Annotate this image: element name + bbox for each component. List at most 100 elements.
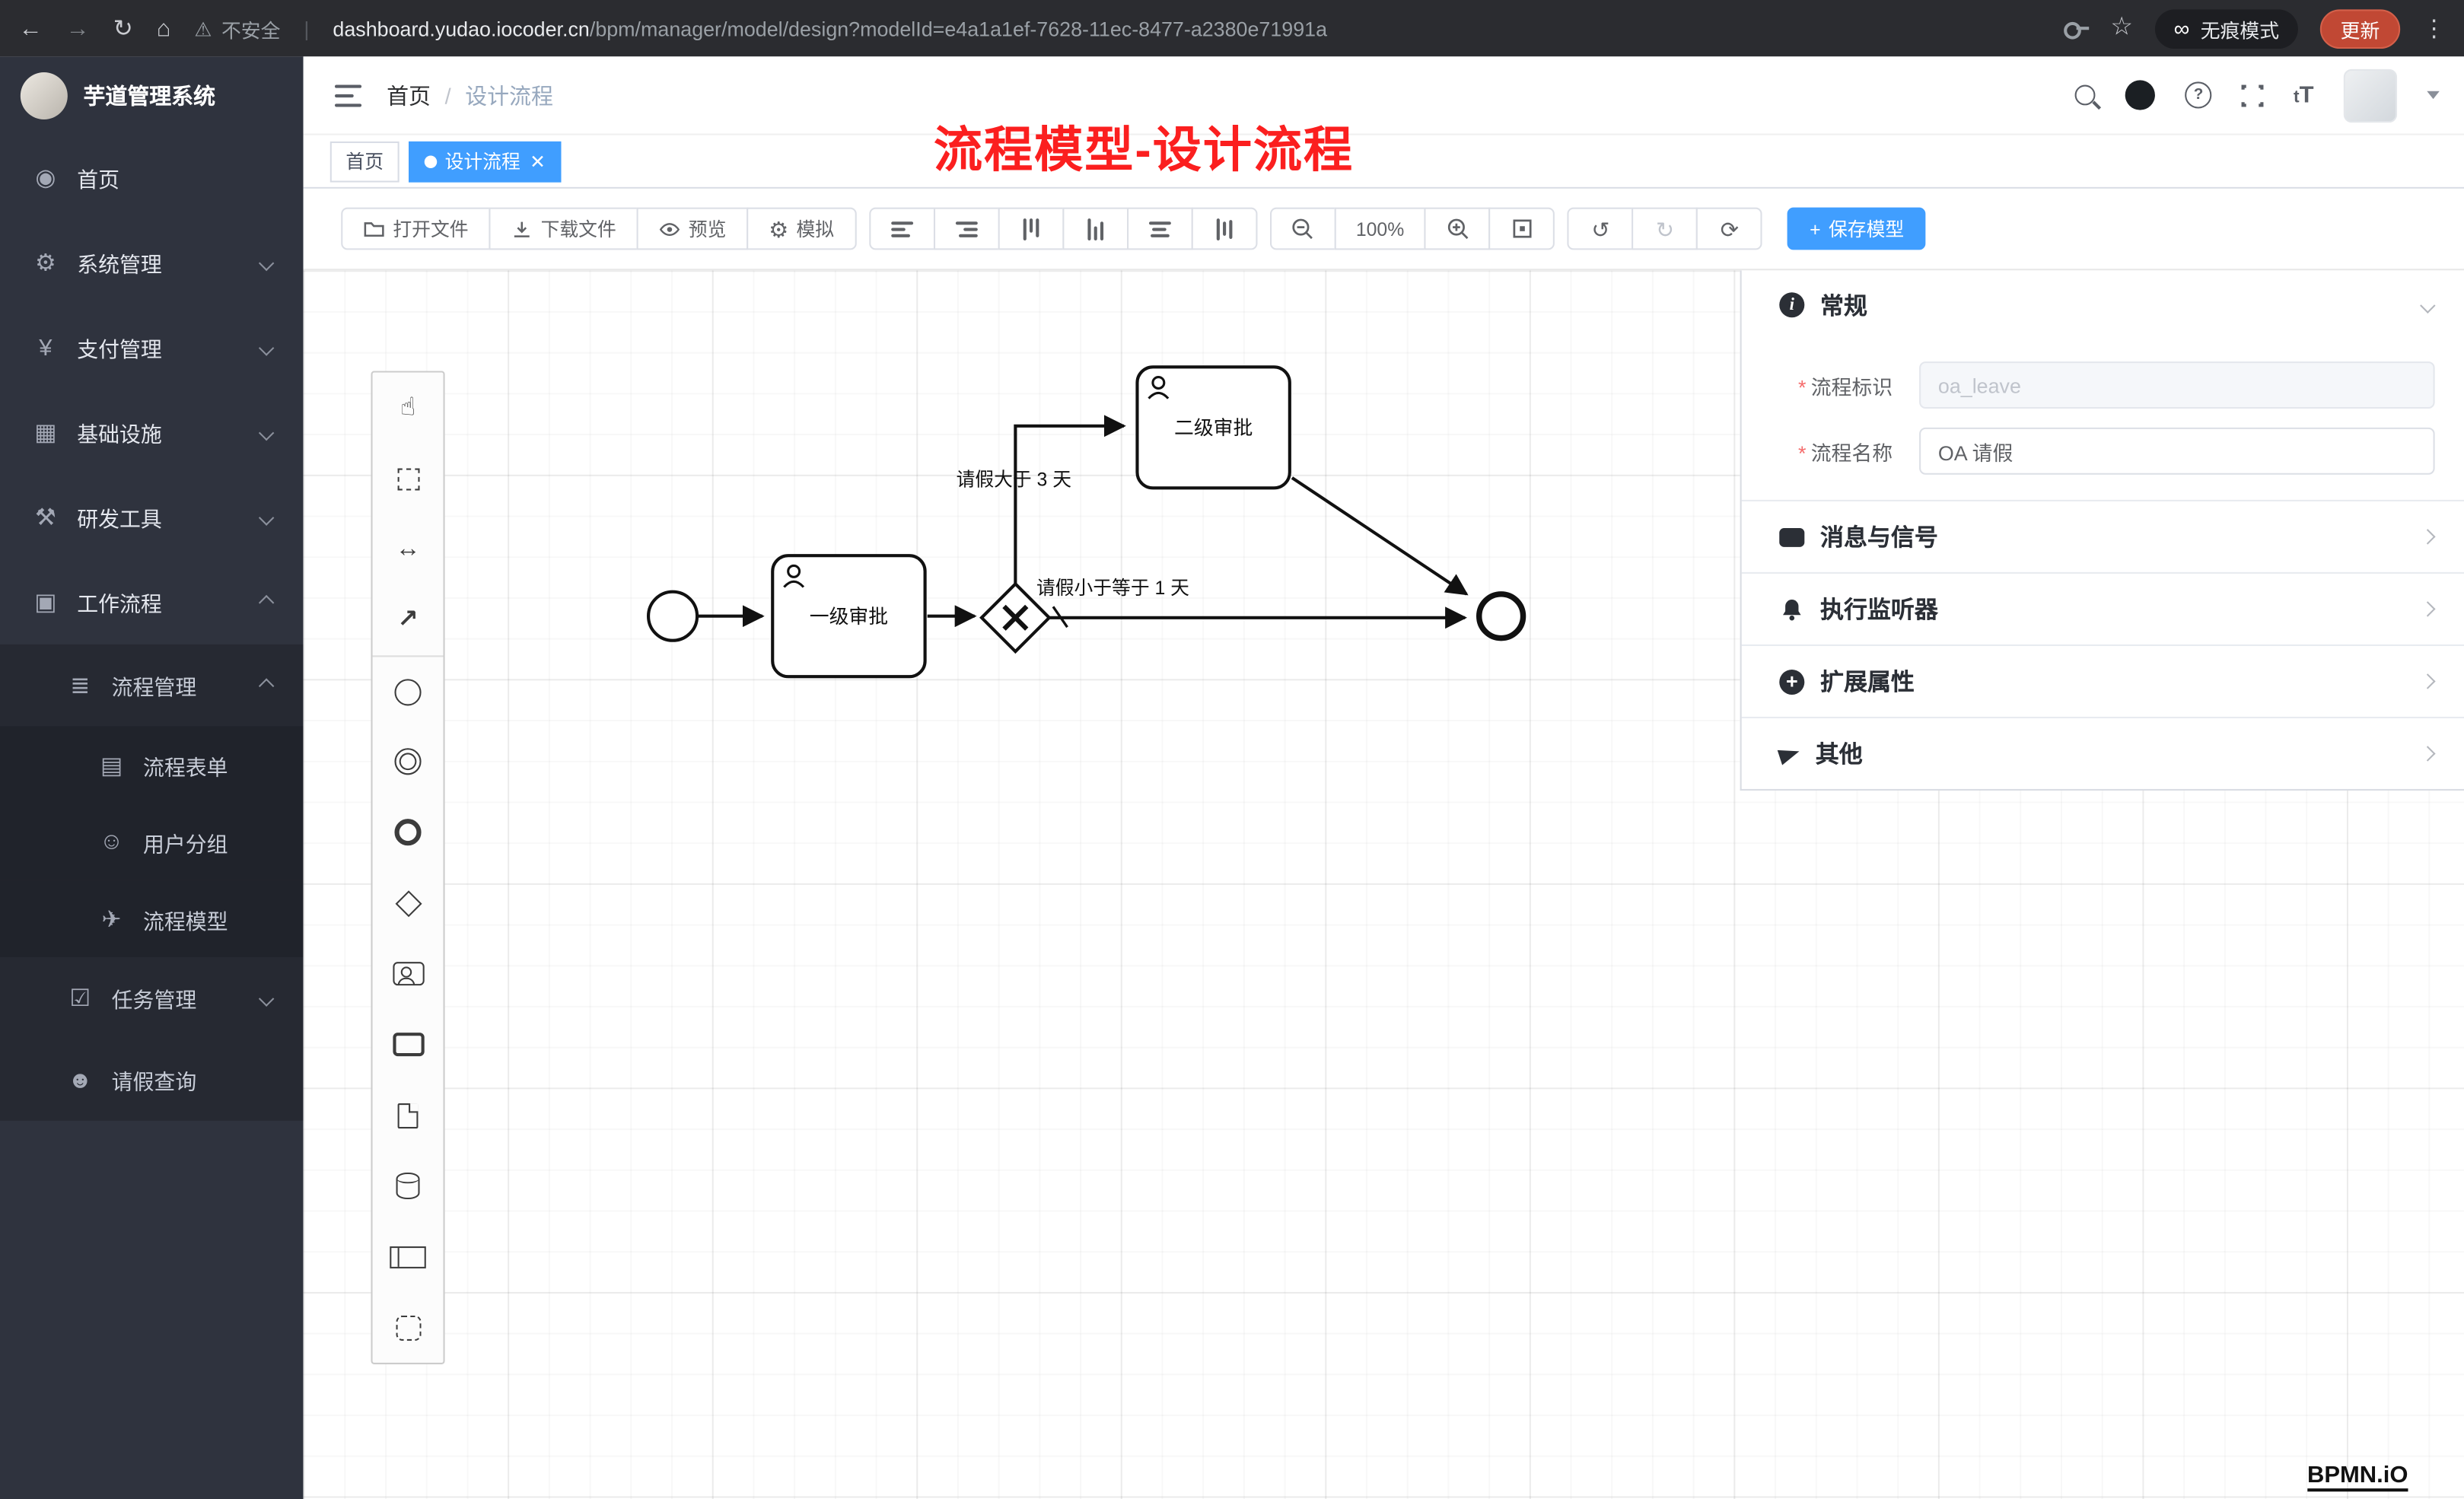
palette-hand-tool[interactable]: ☝ — [373, 373, 444, 444]
browser-chrome: ← → ↻ ⌂ ⚠ 不安全 | dashboard.yudao.iocoder.… — [0, 0, 2464, 57]
section-extended-attributes[interactable]: + 扩展属性 — [1741, 644, 2464, 717]
address-separator: | — [304, 16, 310, 40]
palette-create-group[interactable] — [373, 1292, 444, 1363]
zoom-level-button[interactable]: 100% — [1333, 207, 1427, 250]
reload-icon[interactable]: ↻ — [113, 14, 133, 42]
home-icon[interactable]: ⌂ — [156, 14, 171, 42]
section-general[interactable]: i 常规 — [1742, 270, 2464, 339]
download-file-button[interactable]: 下载文件 — [489, 207, 638, 250]
align-bottom-button[interactable] — [1062, 207, 1129, 250]
align-center-horizontal-icon — [1148, 221, 1171, 237]
zoom-reset-button[interactable] — [1488, 207, 1555, 250]
sidebar-item-system[interactable]: ⚙ 系统管理 — [0, 220, 304, 305]
palette-lasso-tool[interactable] — [373, 443, 444, 514]
end-event-shape[interactable] — [1476, 591, 1526, 641]
open-file-button[interactable]: 打开文件 — [341, 207, 491, 250]
zoom-out-button[interactable] — [1269, 207, 1335, 250]
chevron-down-icon — [258, 424, 275, 441]
forward-icon[interactable]: → — [65, 14, 90, 42]
sidebar-item-process-forms[interactable]: ▤ 流程表单 — [0, 726, 304, 804]
task-first-approval-shape[interactable] — [771, 554, 927, 679]
sidebar-item-home[interactable]: ◉ 首页 — [0, 135, 304, 221]
undo-button[interactable]: ↺ — [1568, 207, 1634, 250]
align-right-button[interactable] — [933, 207, 999, 250]
simulate-button[interactable]: ⚙ 模拟 — [747, 207, 856, 250]
avatar-dropdown-caret[interactable] — [2427, 91, 2440, 100]
eye-icon — [659, 222, 680, 235]
palette-create-end-event[interactable] — [373, 797, 444, 867]
sidebar-item-leave-query[interactable]: ☻ 请假查询 — [0, 1039, 304, 1121]
align-center-horizontal-button[interactable] — [1126, 207, 1193, 250]
preview-button[interactable]: 预览 — [636, 207, 749, 250]
process-key-input — [1919, 361, 2435, 409]
save-model-button[interactable]: + 保存模型 — [1788, 207, 1927, 250]
sidebar-item-process-management[interactable]: ≣ 流程管理 — [0, 644, 304, 727]
sidebar-item-task-management[interactable]: ☑ 任务管理 — [0, 956, 304, 1039]
palette-create-gateway[interactable] — [373, 867, 444, 938]
align-left-button[interactable] — [868, 207, 935, 250]
sidebar-item-workflow[interactable]: ▣ 工作流程 — [0, 559, 304, 644]
gear-icon: ⚙ — [34, 250, 56, 277]
user-avatar[interactable] — [2343, 68, 2398, 123]
star-icon[interactable]: ☆ — [2110, 14, 2133, 41]
back-icon[interactable]: ← — [18, 14, 43, 42]
zoom-in-button[interactable] — [1425, 207, 1491, 250]
section-messages-signals[interactable]: 消息与信号 — [1741, 499, 2464, 572]
update-button[interactable]: 更新 — [2319, 8, 2401, 49]
align-top-button[interactable] — [997, 207, 1064, 250]
align-center-vertical-button[interactable] — [1190, 207, 1257, 250]
file-button-group: 打开文件 下载文件 预览 ⚙ 模拟 — [341, 207, 856, 250]
properties-panel: i 常规 *流程标识 *流程名称 — [1740, 270, 2464, 791]
task2-label: 二级审批 — [1174, 417, 1253, 439]
header-actions: ? tT — [2074, 68, 2440, 123]
chevron-right-icon — [2420, 529, 2436, 545]
palette-create-data-object[interactable] — [373, 1080, 444, 1151]
tab-design-process[interactable]: 设计流程 ✕ — [409, 140, 562, 182]
palette-global-connect-tool[interactable]: ↗ — [373, 584, 444, 655]
breadcrumb-home[interactable]: 首页 — [387, 82, 431, 108]
menu-dots-icon[interactable]: ⋮ — [2422, 14, 2446, 42]
align-button-group — [868, 207, 1257, 250]
font-size-icon[interactable]: tT — [2294, 81, 2314, 109]
sidebar-item-infra[interactable]: ▦ 基础设施 — [0, 390, 304, 475]
start-event-shape[interactable] — [646, 590, 699, 642]
dashboard-icon: ◉ — [35, 164, 56, 193]
key-icon[interactable] — [2063, 18, 2089, 40]
palette-create-user-task[interactable] — [373, 938, 444, 1009]
tab-home[interactable]: 首页 — [329, 140, 400, 182]
bpmn-io-logo[interactable]: BPMN.iO — [2306, 1462, 2408, 1492]
sidebar-item-user-groups[interactable]: ☺ 用户分组 — [0, 803, 304, 880]
palette-create-data-store[interactable] — [373, 1151, 444, 1221]
zoom-reset-icon — [1513, 219, 1532, 238]
palette-create-start-event[interactable] — [372, 655, 444, 726]
process-name-input[interactable] — [1919, 427, 2435, 475]
section-other[interactable]: 其他 — [1741, 716, 2464, 789]
sequence-flow-task2-to-end[interactable] — [1291, 476, 1469, 596]
briefcase-icon: ▣ — [34, 589, 57, 616]
sequence-flow-gateway-to-task2[interactable] — [1014, 415, 1126, 585]
fullscreen-icon[interactable] — [2240, 82, 2265, 108]
task-second-approval-shape[interactable] — [1135, 365, 1291, 490]
flow-label-le1: 请假小于等于 1 天 — [1036, 578, 1189, 599]
undo-icon: ↺ — [1591, 216, 1610, 242]
section-execution-listeners[interactable]: 执行监听器 — [1741, 571, 2464, 644]
sidebar-item-process-models[interactable]: ✈ 流程模型 — [0, 880, 304, 957]
sidebar-item-payment[interactable]: ¥ 支付管理 — [0, 305, 304, 390]
data-store-icon — [396, 1172, 420, 1200]
palette-create-participant[interactable] — [373, 1221, 444, 1292]
address-bar[interactable]: dashboard.yudao.iocoder.cn/bpm/manager/m… — [333, 17, 2039, 40]
palette-create-intermediate-event[interactable] — [373, 726, 444, 797]
github-icon[interactable] — [2125, 80, 2156, 110]
help-icon[interactable]: ? — [2185, 81, 2212, 109]
restart-button[interactable]: ⟳ — [1696, 207, 1763, 250]
close-tab-icon[interactable]: ✕ — [530, 150, 546, 173]
incognito-badge[interactable]: ∞ 无痕模式 — [2154, 8, 2298, 49]
sidebar-item-devtools[interactable]: ⚒ 研发工具 — [0, 475, 304, 560]
site-security-chip[interactable]: ⚠ 不安全 — [194, 14, 280, 43]
search-icon[interactable] — [2074, 84, 2096, 106]
redo-button[interactable]: ↻ — [1632, 207, 1698, 250]
sidebar-collapse-icon[interactable] — [334, 84, 362, 107]
palette-space-tool[interactable]: ↔ — [373, 514, 444, 584]
bpmn-canvas[interactable]: 一级审批 二级审批 请假大于 3 天 请假小于等于 1 天 — [303, 270, 2464, 1499]
palette-create-call-activity[interactable] — [373, 1009, 444, 1080]
